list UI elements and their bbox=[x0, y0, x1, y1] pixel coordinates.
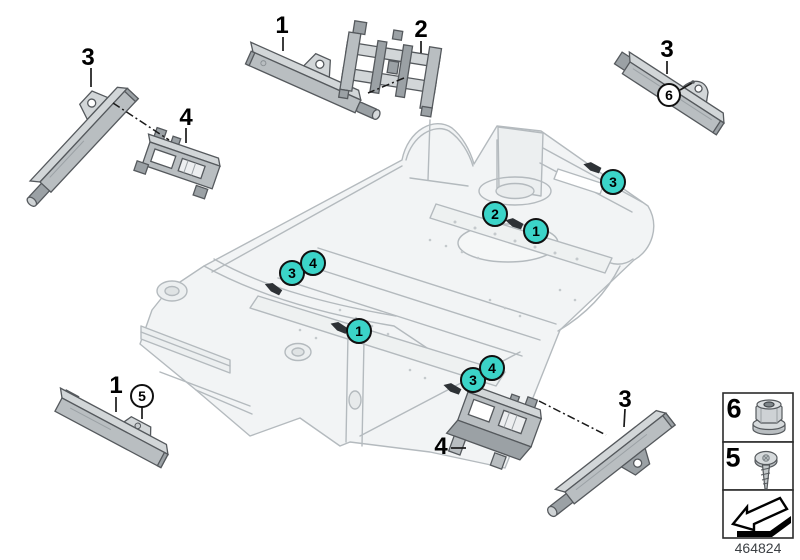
leader-lines bbox=[90, 37, 693, 449]
installation-direction-arrow-icon bbox=[730, 496, 791, 537]
dash-top-center bbox=[367, 77, 405, 94]
callout-3-front-right[interactable]: 3 bbox=[460, 367, 486, 393]
dash-top-left bbox=[112, 102, 170, 141]
leader-callout-6 bbox=[679, 82, 693, 91]
callout-5-screw[interactable]: 5 bbox=[130, 384, 154, 408]
callout-6-nut[interactable]: 6 bbox=[657, 83, 681, 107]
part-label-4-bottom-middle[interactable]: 4 bbox=[434, 433, 448, 460]
part-amplifier-top-center bbox=[244, 41, 381, 120]
part-label-3-top-left[interactable]: 3 bbox=[81, 44, 95, 71]
callout-2-rear-floor-left[interactable]: 2 bbox=[482, 201, 508, 227]
legend-screw-number: 5 bbox=[725, 442, 741, 473]
part-antenna-top-left bbox=[26, 86, 140, 207]
callout-3-rear-right-rail[interactable]: 3 bbox=[600, 169, 626, 195]
part-antenna-bottom-middle bbox=[547, 409, 677, 518]
part-label-2-top-center[interactable]: 2 bbox=[414, 16, 428, 43]
part-label-3-top-right[interactable]: 3 bbox=[660, 36, 674, 63]
part-bracket-top-left bbox=[133, 126, 221, 200]
callout-1-front-left[interactable]: 1 bbox=[346, 318, 372, 344]
legend-fastener-table bbox=[722, 392, 794, 539]
installed-antenna-marks bbox=[264, 162, 602, 395]
leader-bottom-middle-3 bbox=[623, 408, 626, 428]
flange-nut-icon bbox=[752, 399, 786, 436]
part-amplifier-bottom-left bbox=[54, 386, 169, 469]
assembly-dash-lines bbox=[112, 77, 607, 436]
part-label-1-bottom-left[interactable]: 1 bbox=[109, 372, 123, 399]
part-label-3-bottom-middle[interactable]: 3 bbox=[618, 386, 632, 413]
nut-position-dot bbox=[691, 80, 695, 84]
callout-1-rear-floor[interactable]: 1 bbox=[523, 218, 549, 244]
dash-bottom-middle bbox=[538, 400, 607, 436]
diagram-number: 464824 bbox=[734, 540, 782, 556]
part-label-4-top-left[interactable]: 4 bbox=[179, 104, 193, 131]
car-body-wireframe bbox=[139, 119, 655, 469]
part-bracket-top-center bbox=[337, 20, 443, 118]
part-label-1-top-center[interactable]: 1 bbox=[275, 12, 289, 39]
callout-4-front-right[interactable]: 4 bbox=[479, 355, 505, 381]
callout-4-front-cowl[interactable]: 4 bbox=[300, 250, 326, 276]
legend-nut-number: 6 bbox=[726, 393, 742, 424]
part-bracket-bottom-middle bbox=[445, 382, 543, 470]
self-tapping-screw-icon bbox=[754, 450, 778, 490]
